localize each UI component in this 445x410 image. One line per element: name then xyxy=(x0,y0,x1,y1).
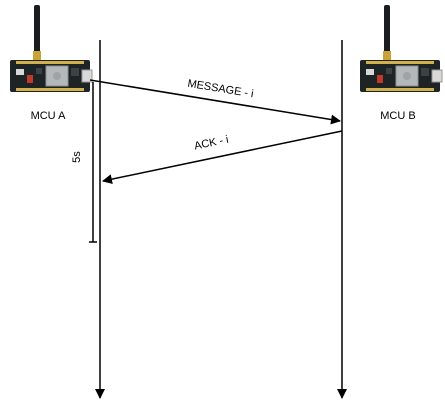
ack-arrow xyxy=(102,130,343,185)
ack-label: ACK - i xyxy=(193,134,230,153)
lora-dev-board-icon xyxy=(359,4,443,93)
lora-dev-board-icon xyxy=(9,4,93,93)
timeout-label: 5s xyxy=(71,151,83,163)
device-label-a: MCU A xyxy=(31,110,67,122)
device-label-b: MCU B xyxy=(380,110,415,122)
message-arrow xyxy=(89,79,341,125)
timeout-bracket xyxy=(89,82,97,243)
